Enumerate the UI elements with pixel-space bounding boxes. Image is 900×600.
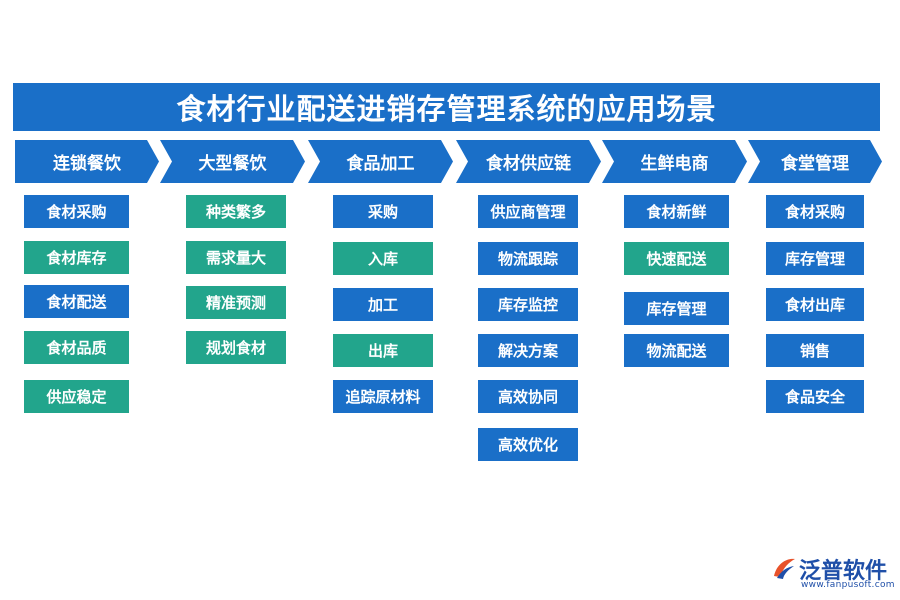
column-header: 食堂管理 — [748, 140, 882, 183]
scenario-item: 库存监控 — [478, 288, 578, 321]
scenario-item: 追踪原材料 — [333, 380, 433, 413]
scenario-item: 食材新鲜 — [624, 195, 729, 228]
scenario-item: 规划食材 — [186, 331, 286, 364]
title-banner: 食材行业配送进销存管理系统的应用场景 — [13, 83, 880, 131]
column-header: 食材供应链 — [456, 140, 601, 183]
fanpu-logo-icon — [774, 558, 795, 579]
logo-name: 泛普软件 — [799, 559, 888, 584]
scenario-item: 食材品质 — [24, 331, 129, 364]
scenario-item: 高效优化 — [478, 428, 578, 461]
scenario-item: 库存管理 — [766, 242, 864, 275]
scenario-item: 精准预测 — [186, 286, 286, 319]
column-header: 连锁餐饮 — [15, 140, 159, 183]
scenario-item: 加工 — [333, 288, 433, 321]
scenario-item: 食材采购 — [24, 195, 129, 228]
scenario-item: 高效协同 — [478, 380, 578, 413]
scenario-item: 库存管理 — [624, 292, 729, 325]
scenario-item: 食材库存 — [24, 241, 129, 274]
scenario-item: 食材采购 — [766, 195, 864, 228]
scenario-item: 食材出库 — [766, 288, 864, 321]
scenario-item: 快速配送 — [624, 242, 729, 275]
scenario-item: 供应商管理 — [478, 195, 578, 228]
column-header: 生鲜电商 — [602, 140, 747, 183]
scenario-item: 种类繁多 — [186, 195, 286, 228]
column-header: 大型餐饮 — [160, 140, 305, 183]
column-header: 食品加工 — [308, 140, 453, 183]
scenario-item: 物流跟踪 — [478, 242, 578, 275]
logo-url: www.fanpusoft.com — [801, 580, 895, 590]
brand-logo: 泛普软件 www.fanpusoft.com — [765, 553, 895, 593]
scenario-item: 出库 — [333, 334, 433, 367]
scenario-item: 物流配送 — [624, 334, 729, 367]
scenario-item: 供应稳定 — [24, 380, 129, 413]
scenario-item: 采购 — [333, 195, 433, 228]
scenario-item: 入库 — [333, 242, 433, 275]
scenario-item: 食材配送 — [24, 285, 129, 318]
scenario-item: 解决方案 — [478, 334, 578, 367]
page-title: 食材行业配送进销存管理系统的应用场景 — [176, 92, 717, 126]
scenario-item: 食品安全 — [766, 380, 864, 413]
scenario-item: 销售 — [766, 334, 864, 367]
scenario-item: 需求量大 — [186, 241, 286, 274]
